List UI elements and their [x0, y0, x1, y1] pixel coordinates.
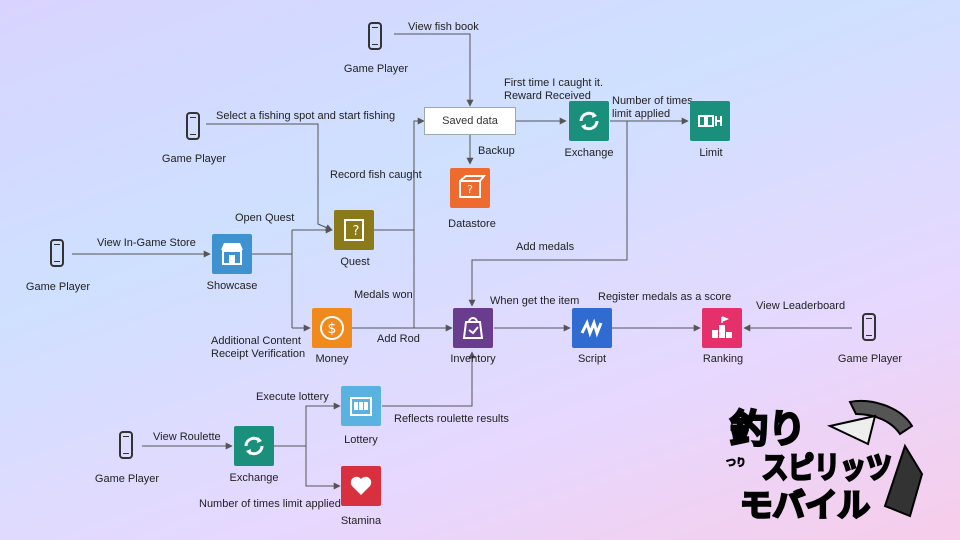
- edge-label: First time I caught it.: [504, 77, 603, 89]
- node-label: Game Player: [162, 153, 227, 165]
- money-icon: $: [312, 308, 352, 348]
- edges: [72, 33, 852, 490]
- edge-open-quest: [291, 230, 332, 328]
- node-label: Game Player: [838, 353, 903, 365]
- logo-line2: スピリッツ: [762, 451, 892, 486]
- script-icon: [572, 308, 612, 348]
- edge-exchange-split: [274, 402, 341, 447]
- logo-furigana: つり: [726, 457, 746, 469]
- edge-to-stamina: [305, 446, 341, 490]
- player-leaderboard-phone-icon: [862, 313, 876, 341]
- edge-label: View fish book: [408, 21, 479, 33]
- stamina-icon: [341, 466, 381, 506]
- inventory-icon: [453, 308, 493, 348]
- edge-label: Number of times: [612, 95, 693, 107]
- logo-line1: 釣り: [730, 407, 806, 451]
- node-label: Showcase: [207, 280, 258, 292]
- node-label: Game Player: [95, 473, 160, 485]
- node-label: Limit: [699, 147, 722, 159]
- edge-record-fish: [374, 117, 425, 231]
- showcase-icon: [212, 234, 252, 274]
- svg-text:$: $: [328, 321, 337, 337]
- edge-label: Add Rod: [377, 333, 420, 345]
- game-logo: 釣り つり スピリッツ モバイル: [700, 396, 930, 526]
- datastore-icon: ?: [450, 168, 490, 208]
- edge-label: View Leaderboard: [756, 300, 845, 312]
- edge-label: Receipt Verification: [211, 348, 305, 360]
- node-label: Inventory: [450, 353, 496, 365]
- player-roulette-phone-icon: [119, 431, 133, 459]
- node-label: Money: [315, 353, 349, 365]
- edge-label: Record fish caught: [330, 169, 422, 181]
- node-label: Ranking: [703, 353, 743, 365]
- edge-label: View In-Game Store: [97, 237, 196, 249]
- saved-data-label: Saved data: [442, 115, 498, 127]
- edge-label: Add medals: [516, 241, 575, 253]
- node-label: Game Player: [344, 63, 409, 75]
- edge-label: Reward Received: [504, 90, 591, 102]
- edge-label: Number of times limit applied: [199, 498, 341, 510]
- node-label: Game Player: [26, 281, 91, 293]
- edge-label: Additional Content: [211, 335, 301, 347]
- saved-data-node: Saved data: [424, 107, 516, 135]
- quest-icon: ?: [334, 210, 374, 250]
- exchange-top-icon: [569, 101, 609, 141]
- edge-label: Reflects roulette results: [394, 413, 509, 425]
- edge-label: Execute lottery: [256, 391, 329, 403]
- edge-label: Register medals as a score: [598, 291, 731, 303]
- node-label: Script: [578, 353, 606, 365]
- edge-labels: View fish book Select a fishing spot and…: [97, 21, 845, 510]
- node-label: Exchange: [565, 147, 614, 159]
- edge-label: limit applied: [612, 108, 670, 120]
- svg-text:?: ?: [353, 224, 360, 239]
- player-store-phone-icon: [50, 239, 64, 267]
- player-top-phone-icon: [368, 22, 382, 50]
- edge-label: View Roulette: [153, 431, 221, 443]
- lottery-icon: [341, 386, 381, 426]
- node-label: Datastore: [448, 218, 496, 230]
- node-labels: Game Player Game Player Game Player Game…: [26, 63, 903, 527]
- node-label: Stamina: [341, 515, 382, 527]
- edge-label: When get the item: [490, 295, 579, 307]
- edge-label: Open Quest: [235, 212, 294, 224]
- logo-line3: モバイル: [740, 486, 870, 524]
- node-label: Exchange: [230, 472, 279, 484]
- edge-reflects-roulette: [382, 351, 476, 407]
- node-label: Quest: [340, 256, 369, 268]
- edge-label: Backup: [478, 145, 515, 157]
- node-label: Lottery: [344, 434, 378, 446]
- edge-add-medals: [468, 121, 628, 307]
- limit-icon: [690, 101, 730, 141]
- player-fishing-phone-icon: [186, 112, 200, 140]
- ranking-icon: [702, 308, 742, 348]
- exchange-bottom-icon: [234, 426, 274, 466]
- edge-view-fish-book: [394, 33, 474, 107]
- svg-text:?: ?: [467, 183, 473, 196]
- edge-label: Medals won: [354, 289, 413, 301]
- edge-label: Select a fishing spot and start fishing: [216, 110, 395, 122]
